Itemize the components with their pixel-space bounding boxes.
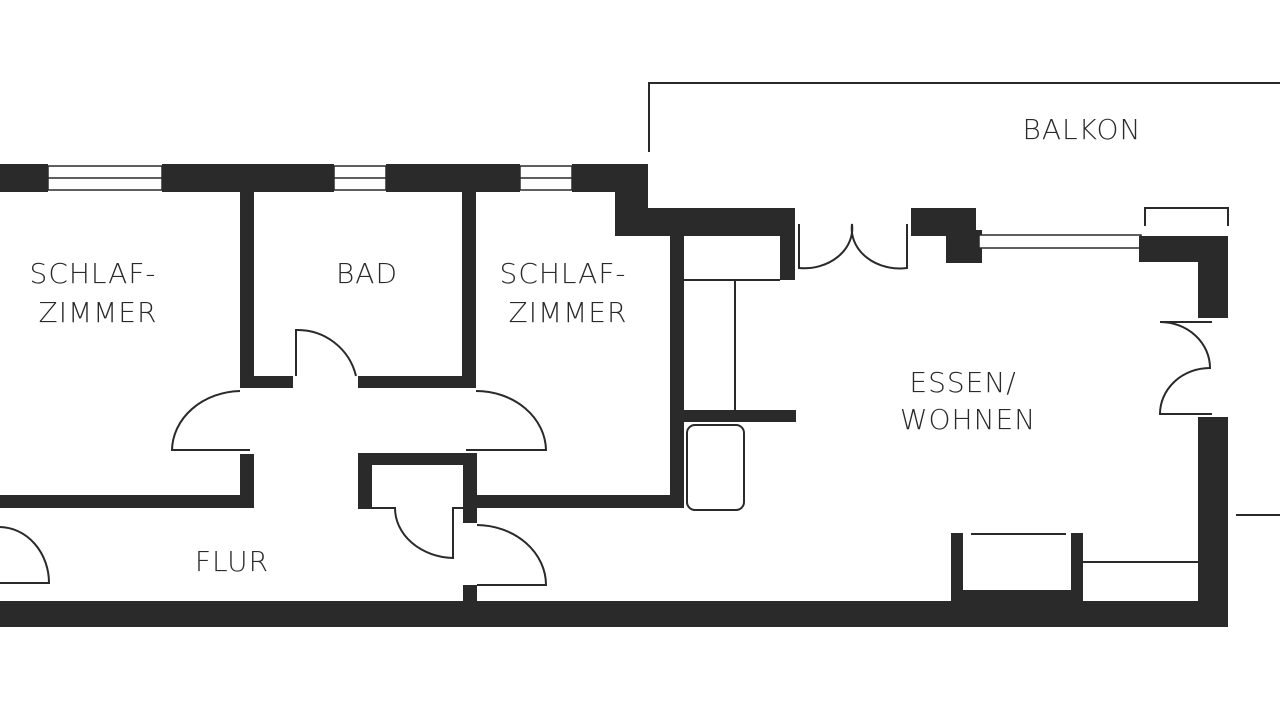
wall [477,495,684,508]
room-label-balkon: BALKON [1023,113,1142,146]
wall [240,376,293,388]
wall [358,453,476,465]
door-swing [1158,321,1212,415]
room-label-bad: BAD [336,257,398,290]
wall [358,376,476,388]
wall [670,236,684,508]
room-label-schlafzimmer-2: SCHLAF- ZIMMER [500,257,637,329]
door-swing [466,390,548,451]
wall [386,164,520,192]
door-swing [476,524,548,586]
wall [951,533,963,603]
room-label-flur: FLUR [195,545,269,578]
wall [684,410,796,422]
room-label-essen-wohnen: ESSEN/ WOHNEN [900,366,1036,436]
wall [0,601,1228,627]
balcony-door [798,223,908,270]
wall [911,208,982,263]
door-swing [295,328,357,377]
wall [1071,533,1083,603]
wall [0,164,48,192]
wall [240,192,254,388]
wall [462,192,476,388]
window-sill [1144,207,1229,226]
wall [572,164,795,280]
wall [358,453,372,509]
door-swing [170,390,250,451]
wall [240,454,254,508]
fridge [686,424,745,511]
wall [463,585,477,603]
wall [1198,417,1228,627]
door-swing [0,526,51,584]
room-label-schlafzimmer-1: SCHLAF- ZIMMER [30,257,167,329]
window [978,234,1142,249]
wall [951,590,1083,602]
balcony-outline [648,82,1280,152]
wall [162,164,334,192]
wall [0,495,254,508]
wall [1139,236,1228,318]
wall [463,453,477,523]
door-swing [372,507,463,560]
